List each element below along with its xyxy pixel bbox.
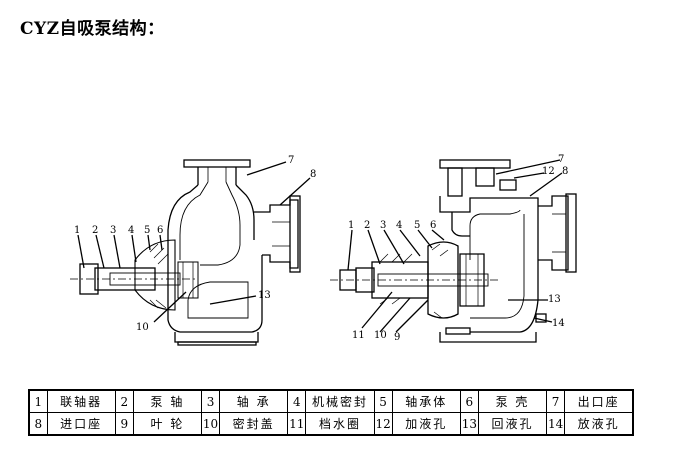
part-number: 8 — [28, 412, 48, 436]
left-callout-1: 1 — [74, 225, 80, 236]
right-callout-6: 6 — [430, 220, 436, 231]
right-callout-8: 8 — [562, 166, 568, 177]
parts-row-1: 1 联轴器 2 泵 轴 3 轴 承 4 机械密封 5 轴承体 6 泵 壳 7 出… — [28, 389, 634, 413]
left-callout-5: 5 — [144, 225, 150, 236]
right-fill-plug — [499, 179, 517, 191]
part-number: 13 — [459, 412, 479, 436]
left-callout-13: 13 — [258, 290, 271, 301]
part-number: 14 — [546, 412, 566, 436]
left-casing-outer — [167, 184, 263, 333]
part-name: 放液孔 — [564, 412, 634, 436]
left-callout-2: 2 — [92, 225, 98, 236]
part-name: 机械密封 — [305, 389, 375, 413]
left-top-flange — [183, 159, 251, 168]
left-side-flange — [289, 195, 301, 273]
part-name: 泵 壳 — [477, 389, 548, 413]
parts-row-2: 8 进口座 9 叶 轮 10 密封盖 11 档水圈 12 加液孔 13 回液孔 … — [28, 412, 634, 436]
left-callouts: 1 2 3 4 5 6 7 8 10 13 — [74, 155, 316, 333]
part-number: 6 — [459, 389, 479, 413]
part-number: 11 — [287, 412, 307, 436]
left-base-plate — [177, 341, 257, 346]
part-number: 10 — [201, 412, 221, 436]
part-number: 3 — [201, 389, 221, 413]
part-number: 9 — [114, 412, 134, 436]
right-callout-9: 9 — [394, 332, 400, 343]
right-seal-housing — [427, 241, 459, 319]
right-callout-3: 3 — [380, 220, 386, 231]
right-callout-14: 14 — [552, 318, 565, 329]
right-callout-11: 11 — [352, 330, 365, 341]
part-name: 轴承体 — [391, 389, 461, 413]
part-name: 轴 承 — [219, 389, 289, 413]
left-callout-8: 8 — [310, 169, 316, 180]
right-callout-10: 10 — [374, 330, 387, 341]
part-number: 12 — [373, 412, 393, 436]
right-callouts: 1 2 3 4 5 6 7 8 9 10 11 12 13 14 — [348, 154, 568, 343]
part-number: 2 — [114, 389, 134, 413]
part-name: 泵 轴 — [132, 389, 203, 413]
left-view — [70, 159, 311, 346]
part-number: 7 — [546, 389, 566, 413]
part-name: 密封盖 — [219, 412, 289, 436]
part-name: 档水圈 — [305, 412, 375, 436]
left-callout-10: 10 — [136, 322, 149, 333]
part-number: 5 — [373, 389, 393, 413]
left-callout-3: 3 — [110, 225, 116, 236]
left-callout-4: 4 — [128, 225, 134, 236]
right-callout-4: 4 — [396, 220, 402, 231]
part-name: 回液孔 — [477, 412, 548, 436]
part-number: 4 — [287, 389, 307, 413]
right-casing-outer — [439, 196, 539, 333]
right-top-flange — [439, 159, 511, 169]
part-name: 进口座 — [46, 412, 116, 436]
right-callout-5: 5 — [414, 220, 420, 231]
right-callout-7: 7 — [558, 154, 564, 165]
page-title: CYZ自吸泵结构： — [20, 19, 165, 39]
right-view — [330, 159, 577, 343]
part-name: 联轴器 — [46, 389, 116, 413]
part-name: 出口座 — [564, 389, 634, 413]
right-side-flange — [565, 193, 577, 273]
right-callout-12: 12 — [542, 166, 555, 177]
part-name: 叶 轮 — [132, 412, 203, 436]
right-callout-1: 1 — [348, 220, 354, 231]
parts-table: 1 联轴器 2 泵 轴 3 轴 承 4 机械密封 5 轴承体 6 泵 壳 7 出… — [28, 389, 634, 436]
right-callout-2: 2 — [364, 220, 370, 231]
part-number: 1 — [28, 389, 48, 413]
left-callout-6: 6 — [157, 225, 163, 236]
part-name: 加液孔 — [391, 412, 461, 436]
left-callout-7: 7 — [288, 155, 294, 166]
right-callout-13: 13 — [548, 294, 561, 305]
